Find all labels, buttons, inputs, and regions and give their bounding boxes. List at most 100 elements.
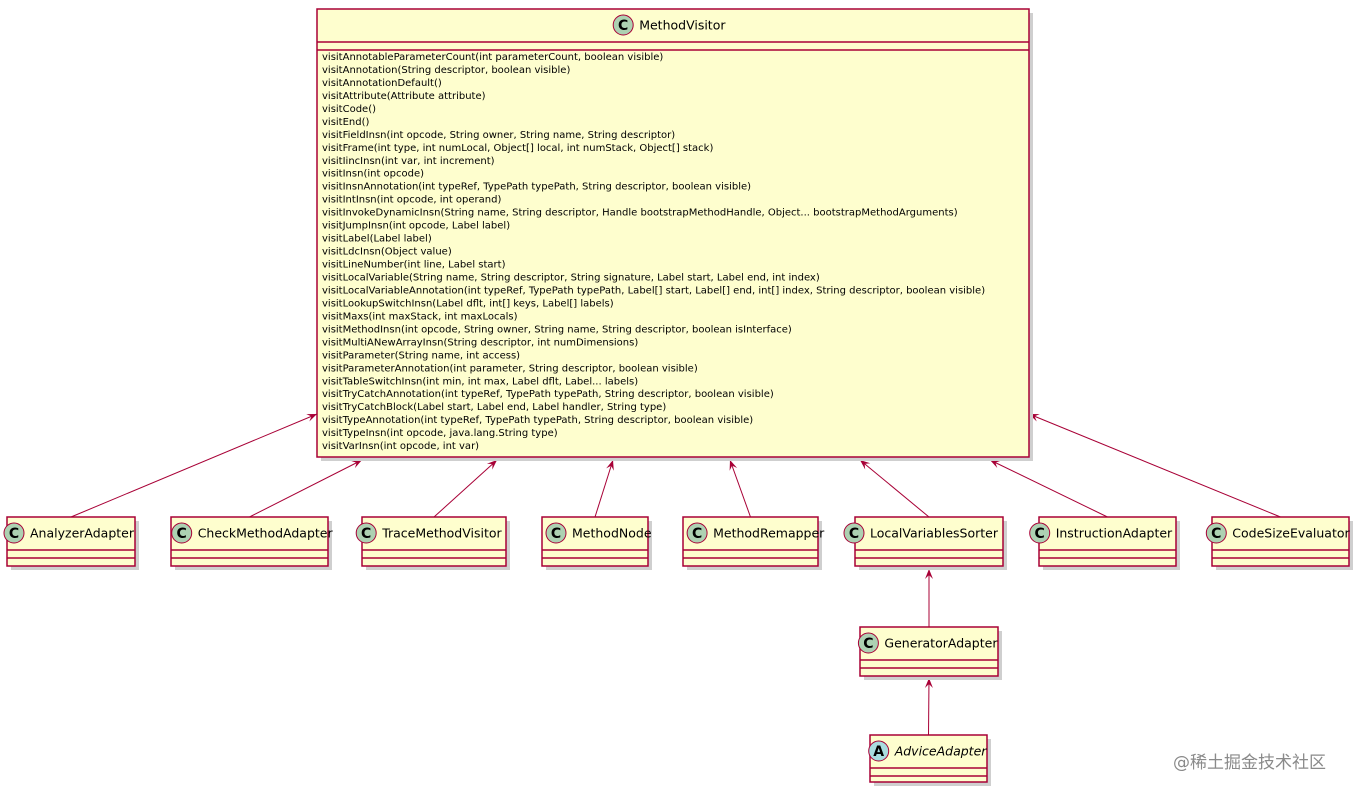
edge-line [594, 459, 614, 518]
method-line: visitMultiANewArrayInsn(String descripto… [322, 337, 638, 348]
class-name: AnalyzerAdapter [30, 526, 135, 541]
method-line: visitAnnotableParameterCount(int paramet… [322, 52, 663, 63]
method-line: visitParameterAnnotation(int parameter, … [322, 363, 698, 374]
arrow-head-icon [351, 460, 362, 469]
class-box-generator-adapter: C GeneratorAdapter [857, 626, 1002, 680]
edge-line [433, 459, 498, 518]
method-line: visitCode() [322, 104, 376, 115]
inheritance-edge-instruction-adapter [989, 459, 1108, 518]
inheritance-edge-analyzer-adapter [70, 413, 318, 518]
class-stereotype-icon [545, 522, 567, 544]
stereotype-letter: C [1211, 526, 1221, 542]
arrow-head-icon [729, 460, 738, 471]
inheritance-edge-method-remapper [729, 459, 751, 518]
method-line: visitLocalVariable(String name, String d… [322, 272, 820, 283]
stereotype-letter: C [863, 636, 873, 652]
method-line: visitInvokeDynamicInsn(String name, Stri… [322, 208, 958, 219]
edge-line [1028, 413, 1281, 518]
method-line: visitIntInsn(int opcode, int operand) [322, 195, 501, 206]
stereotype-letter: C [551, 526, 561, 542]
class-name: CheckMethodAdapter [198, 526, 334, 541]
method-line: visitInsnAnnotation(int typeRef, TypePat… [322, 182, 751, 193]
method-line: visitAnnotationDefault() [322, 78, 442, 89]
arrow-head-icon [924, 678, 933, 689]
arrow-head-icon [860, 460, 871, 470]
class-stereotype-icon [843, 522, 865, 544]
method-line: visitLabel(Label label) [322, 234, 432, 245]
class-name: GeneratorAdapter [884, 636, 998, 651]
class-stereotype-icon [3, 522, 25, 544]
inheritance-edge-code-size-evaluator [1028, 413, 1281, 518]
method-line: visitEnd() [322, 117, 370, 128]
class-stereotype-icon [1205, 522, 1227, 544]
method-line: visitTypeInsn(int opcode, java.lang.Stri… [322, 428, 558, 439]
class-box-frame [316, 8, 1030, 458]
class-name: LocalVariablesSorter [870, 526, 999, 541]
inheritance-edge-trace-method-visitor [433, 459, 498, 518]
inheritance-edge-check-method-adapter [249, 459, 363, 518]
arrow-head-icon [606, 460, 614, 471]
method-line: visitLocalVariableAnnotation(int typeRef… [322, 285, 985, 296]
inheritance-edge-advice-adapter [924, 677, 933, 736]
inheritance-edge-local-variables-sorter [859, 459, 930, 518]
method-line: visitFrame(int type, int numLocal, Objec… [322, 143, 713, 154]
method-line: visitMethodInsn(int opcode, String owner… [322, 324, 792, 335]
class-name: AdviceAdapter [894, 744, 988, 759]
method-line: visitTryCatchBlock(Label start, Label en… [322, 402, 666, 413]
stereotype-letter: C [849, 526, 859, 542]
method-line: visitInsn(int opcode) [322, 169, 424, 180]
class-box-frame [869, 734, 988, 783]
method-line: visitMaxs(int maxStack, int maxLocals) [322, 311, 518, 322]
stereotype-letter: C [9, 526, 19, 542]
method-line: visitTypeAnnotation(int typeRef, TypePat… [322, 415, 753, 426]
arrow-head-icon [486, 460, 497, 470]
stereotype-letter: C [692, 526, 702, 542]
class-name: InstructionAdapter [1056, 526, 1173, 541]
class-name: TraceMethodVisitor [381, 526, 502, 541]
edge-line [859, 459, 930, 518]
class-box-trace-method-visitor: C TraceMethodVisitor [355, 516, 510, 570]
method-line: visitAttribute(Attribute attribute) [322, 91, 486, 102]
stereotype-letter: C [361, 526, 371, 542]
method-line: visitFieldInsn(int opcode, String owner,… [322, 130, 675, 141]
inheritance-edge-method-node [594, 459, 614, 518]
arrow-head-icon [306, 414, 317, 422]
edge-line [249, 459, 363, 518]
method-line: visitTryCatchAnnotation(int typeRef, Typ… [322, 389, 774, 400]
class-box-local-variables-sorter: C LocalVariablesSorter [843, 516, 1007, 570]
method-line: visitLineNumber(int line, Label start) [322, 260, 506, 271]
class-stereotype-icon [1029, 522, 1051, 544]
class-box-method-remapper: C MethodRemapper [682, 516, 825, 570]
edge-line [928, 677, 930, 736]
class-box-analyzer-adapter: C AnalyzerAdapter [3, 516, 139, 570]
method-line: visitVarInsn(int opcode, int var) [322, 441, 479, 452]
watermark: @稀土掘金技术社区 [1173, 753, 1326, 773]
stereotype-letter: C [177, 526, 187, 542]
edge-line [989, 459, 1108, 518]
stereotype-letter: C [618, 18, 628, 34]
method-line: visitLdcInsn(Object value) [322, 247, 452, 258]
method-line: visitJumpInsn(int opcode, Label label) [322, 221, 510, 232]
method-line: visitParameter(String name, int access) [322, 350, 520, 361]
method-line: visitIincInsn(int var, int increment) [322, 156, 495, 167]
arrow-head-icon [990, 460, 1001, 468]
class-stereotype-icon [612, 14, 634, 36]
class-name: MethodNode [572, 526, 652, 541]
method-line: visitTableSwitchInsn(int min, int max, L… [322, 376, 638, 387]
class-name: MethodRemapper [713, 526, 825, 541]
abstract-stereotype-icon [868, 740, 890, 762]
arrow-head-icon [925, 569, 933, 579]
class-stereotype-icon [686, 522, 708, 544]
edge-line [70, 413, 318, 518]
method-line: visitLookupSwitchInsn(Label dflt, int[] … [322, 298, 614, 309]
inheritance-edges [70, 413, 1281, 736]
class-stereotype-icon [355, 522, 377, 544]
class-box-check-method-adapter: C CheckMethodAdapter [170, 516, 334, 570]
class-stereotype-icon [171, 522, 193, 544]
